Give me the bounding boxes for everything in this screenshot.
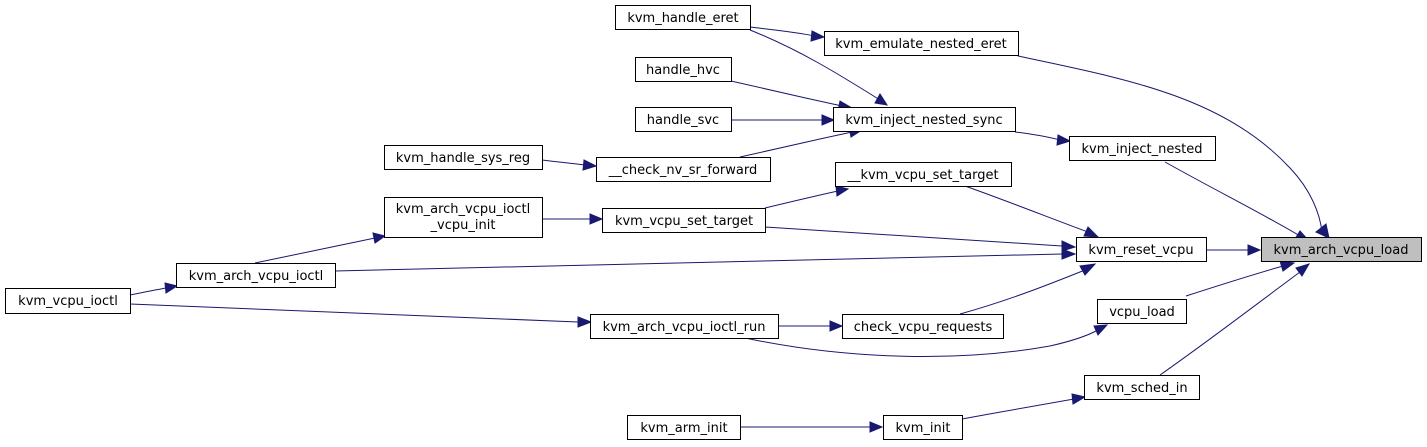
edge-kvm_handle_eret-to-kvm_emulate_nested_eret [749, 26, 826, 42]
node-label: kvm_inject_nested_sync [845, 113, 1002, 128]
node-label: kvm_arm_init [640, 421, 727, 436]
edge-kvm_handle_eret-to-kvm_inject_nested_sync [749, 29, 889, 106]
edge-kvm_reset_vcpu-to-kvm_arch_vcpu_load [1206, 244, 1262, 256]
node-kvm_handle_eret[interactable]: kvm_handle_eret [615, 5, 751, 30]
node-label: handle_svc [647, 113, 719, 128]
node-vcpu_load[interactable]: vcpu_load [1097, 299, 1187, 324]
node-kvm_arm_init[interactable]: kvm_arm_init [627, 415, 741, 440]
node-kvm_inject_nested[interactable]: kvm_inject_nested [1069, 136, 1216, 161]
node-kvm_reset_vcpu[interactable]: kvm_reset_vcpu [1076, 237, 1207, 262]
node-label: kvm_arch_vcpu_ioctl [189, 269, 324, 284]
node-label: kvm_emulate_nested_eret [835, 37, 1006, 52]
node-label: kvm_arch_vcpu_load [1274, 243, 1409, 258]
node-kvm_vcpu_set_target_internal[interactable]: __kvm_vcpu_set_target [835, 162, 1012, 187]
edge-kvm_arch_vcpu_ioctl-to-kvm_reset_vcpu [334, 248, 1077, 272]
node-label: vcpu_load [1109, 305, 1175, 320]
edge-kvm_vcpu_set_target-to-kvm_internal [764, 185, 850, 209]
edge-kvm_init-to-kvm_sched_in [961, 393, 1087, 420]
edge-kvm_vcpu_ioctl-to-kvm_arch_vcpu_ioctl [129, 282, 179, 296]
edge-kvm_arch_vcpu_ioctl_run-to-vcpu_load [744, 324, 1109, 357]
node-check_nv_sr_forward[interactable]: __check_nv_sr_forward [596, 157, 771, 182]
node-label-line2: _vcpu_init [430, 218, 496, 233]
node-kvm_emulate_nested_eret[interactable]: kvm_emulate_nested_eret [824, 31, 1019, 56]
node-kvm_sched_in[interactable]: kvm_sched_in [1084, 375, 1200, 400]
node-label-line1: kvm_arch_vcpu_ioctl [396, 202, 531, 217]
node-kvm_arch_vcpu_ioctl_vcpu_init[interactable]: kvm_arch_vcpu_ioctl _vcpu_init [384, 197, 543, 238]
edge-kvm_emulate_nested_eret-to-kvm_arch_vcpu_load [1017, 55, 1330, 239]
edge-kvm_inject_nested_sync-to-kvm_inject_nested [1014, 131, 1072, 146]
node-handle_hvc[interactable]: handle_hvc [635, 57, 732, 82]
edge-check_vcpu_requests-to-kvm_reset_vcpu [959, 263, 1097, 315]
node-kvm_vcpu_ioctl[interactable]: kvm_vcpu_ioctl [5, 288, 131, 314]
node-kvm_init[interactable]: kvm_init [883, 415, 963, 440]
node-label: __kvm_vcpu_set_target [846, 168, 998, 183]
edge-kvm_vcpu_ioctl-to-kvm_arch_vcpu_ioctl_run [129, 303, 593, 328]
node-label: kvm_inject_nested [1082, 142, 1203, 157]
node-label: kvm_arch_vcpu_ioctl_run [603, 320, 766, 335]
node-label: kvm_handle_eret [627, 11, 738, 26]
node-kvm_arch_vcpu_load[interactable]: kvm_arch_vcpu_load [1261, 237, 1422, 262]
node-label: kvm_handle_sys_reg [396, 151, 530, 166]
edge-kvm_inject_nested-to-kvm_arch_vcpu_load [1164, 161, 1311, 242]
node-label: __check_nv_sr_forward [608, 163, 757, 178]
node-label: kvm_vcpu_set_target [615, 214, 753, 229]
edge-kvm_vcpu_set_target-to-kvm_reset_vcpu [764, 226, 1077, 252]
node-check_vcpu_requests[interactable]: check_vcpu_requests [842, 314, 1004, 339]
edge-handle_hvc-to-kvm_inject_nested_sync [730, 80, 854, 112]
node-kvm_arch_vcpu_ioctl_run[interactable]: kvm_arch_vcpu_ioctl_run [590, 314, 779, 339]
edge-kvm_sched_in-to-kvm_arch_vcpu_load [1159, 263, 1311, 376]
node-label: kvm_init [896, 421, 951, 436]
edge-handle_svc-to-kvm_inject_nested_sync [731, 114, 836, 126]
node-handle_svc[interactable]: handle_svc [635, 107, 732, 132]
node-label: check_vcpu_requests [854, 320, 993, 335]
node-label: kvm_reset_vcpu [1088, 243, 1193, 258]
node-kvm_vcpu_set_target[interactable]: kvm_vcpu_set_target [602, 208, 766, 233]
edge-kvm_arch_vcpu_ioctl_run-to-check_vcpu_requests [778, 320, 844, 332]
node-kvm_inject_nested_sync[interactable]: kvm_inject_nested_sync [833, 107, 1016, 132]
node-kvm_handle_sys_reg[interactable]: kvm_handle_sys_reg [384, 145, 543, 170]
node-label: kvm_sched_in [1096, 381, 1187, 396]
nodes: kvm_handle_eret kvm_emulate_nested_eret … [5, 5, 1422, 440]
node-label: kvm_vcpu_ioctl [18, 294, 118, 309]
edge-kvm_vcpu_set_target_internal-to-kvm_reset_vcpu [964, 185, 1100, 238]
edge-kvm_arch_vcpu_ioctl_vcpu_init-to-kvm_vcpu_set_target [542, 213, 604, 225]
edge-kvm_handle_sys_reg-to-check_nv_sr_forward [541, 159, 598, 171]
edge-vcpu_load-to-kvm_arch_vcpu_load [1185, 260, 1296, 297]
node-kvm_arch_vcpu_ioctl[interactable]: kvm_arch_vcpu_ioctl [176, 263, 336, 288]
edge-kvm_arch_vcpu_ioctl-to-kvm_arch_vcpu_ioctl_vcpu_init [254, 232, 387, 264]
edge-kvm_arm_init-to-kvm_init [740, 421, 884, 433]
node-label: handle_hvc [646, 63, 720, 78]
